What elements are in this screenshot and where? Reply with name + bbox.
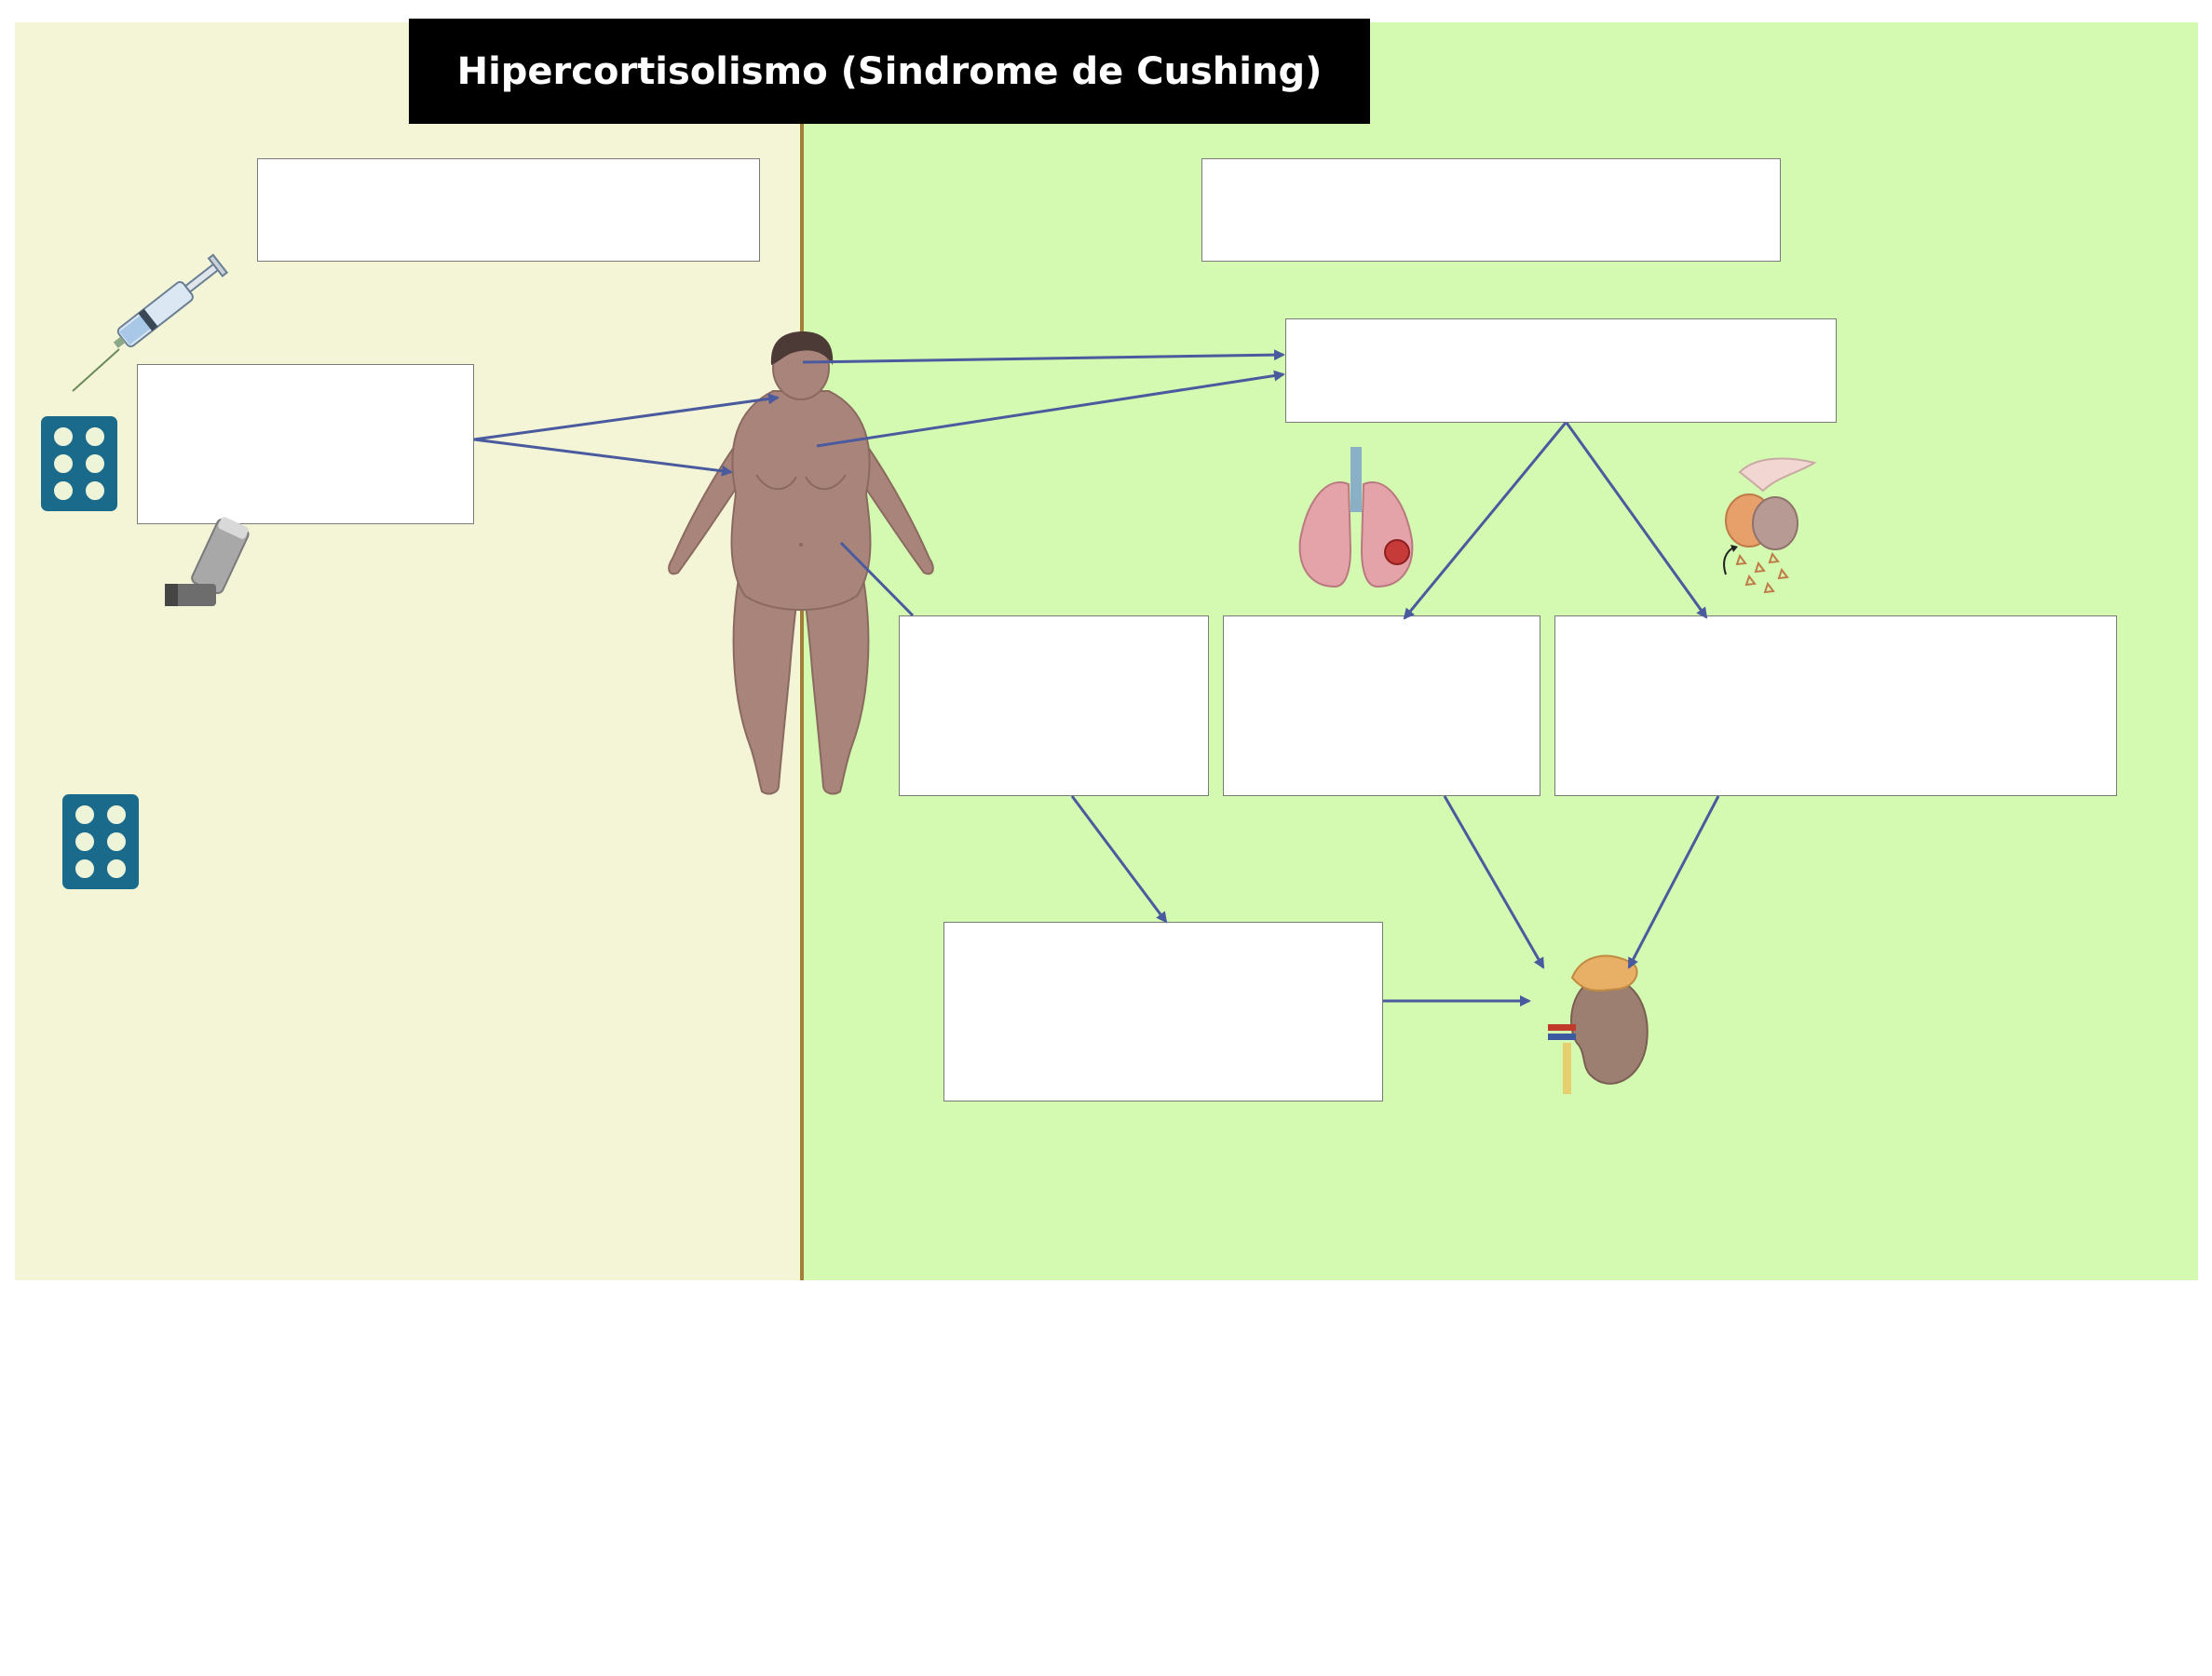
arrow-causes-to-body-2 bbox=[473, 438, 733, 477]
arrow-body-to-acth bbox=[802, 349, 1285, 364]
arrow-acth-to-pituitary bbox=[1565, 422, 1708, 619]
syringe-icon bbox=[72, 253, 228, 392]
arrow-body-to-acth-2 bbox=[816, 370, 1285, 448]
lungs-tumor-icon bbox=[1298, 447, 1414, 588]
box-adrenal-cause[interactable] bbox=[943, 922, 1383, 1102]
connector-body-to-independent bbox=[839, 541, 915, 617]
box-pituitary-cushing[interactable] bbox=[1554, 615, 2117, 796]
box-exogenous-causes[interactable] bbox=[137, 364, 474, 524]
box-exogenous-header[interactable] bbox=[257, 158, 760, 262]
box-endogenous-header[interactable] bbox=[1201, 158, 1781, 262]
pill-pack-icon bbox=[41, 416, 117, 511]
human-body-icon bbox=[668, 331, 934, 795]
arrow-causes-to-body bbox=[473, 393, 780, 441]
arrow-group bbox=[473, 349, 1720, 1007]
box-acth-independent[interactable] bbox=[899, 615, 1209, 796]
page-title: Hipercortisolismo (Sindrome de Cushing) bbox=[409, 19, 1370, 124]
panel-divider bbox=[800, 121, 804, 1280]
inhaler-icon bbox=[165, 517, 250, 606]
arrow-ectopic-to-adrenal bbox=[1443, 795, 1545, 969]
arrow-acth-to-ectopic bbox=[1403, 422, 1567, 620]
page-title-text: Hipercortisolismo (Sindrome de Cushing) bbox=[456, 49, 1323, 93]
adrenal-kidney-icon bbox=[1548, 954, 1649, 1094]
arrow-pituitary-to-adrenal bbox=[1627, 795, 1720, 969]
box-acth-dependent[interactable] bbox=[1285, 318, 1837, 423]
arrow-independent-to-adrenal-box bbox=[1070, 795, 1168, 924]
box-ectopic-acth[interactable] bbox=[1223, 615, 1540, 796]
pill-pack-icon bbox=[62, 794, 139, 889]
pituitary-gland-icon bbox=[1723, 457, 1817, 594]
